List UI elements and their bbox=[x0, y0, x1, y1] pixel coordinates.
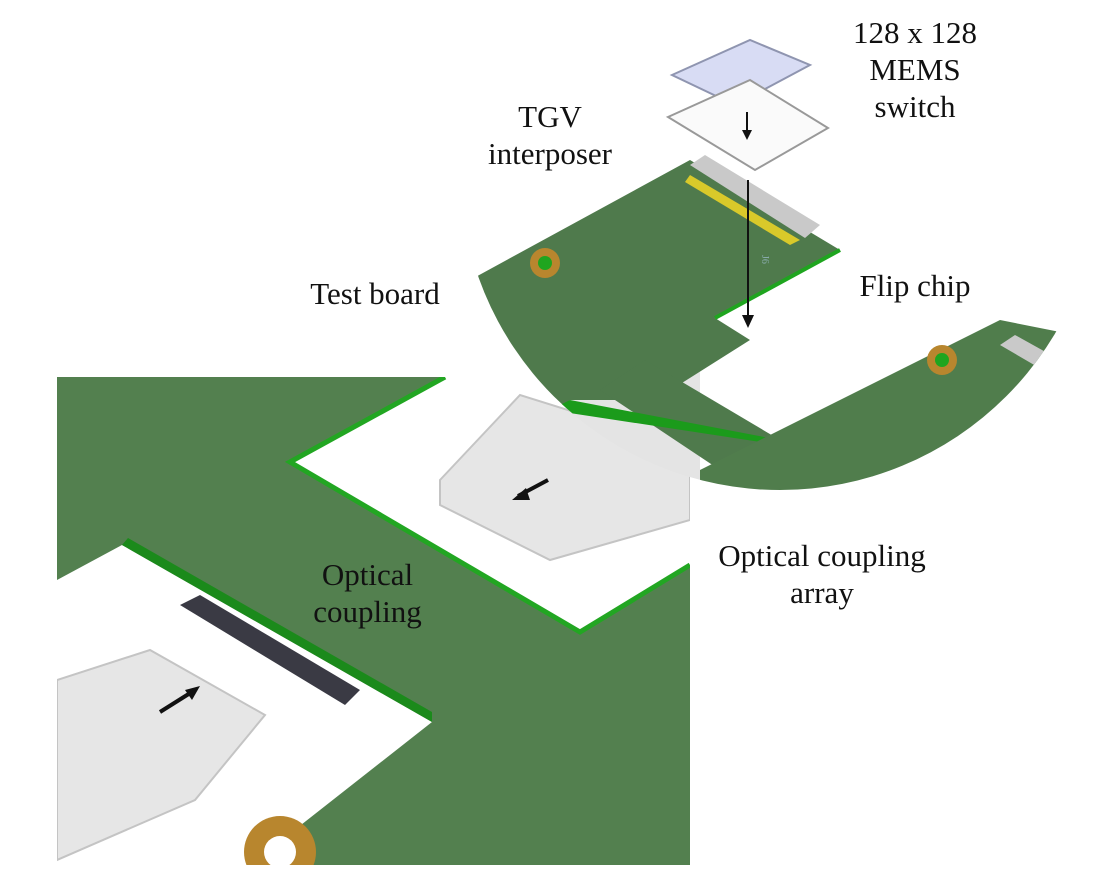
optical-coupler-lower bbox=[57, 648, 267, 862]
arrow-down-icon bbox=[742, 315, 754, 328]
connector bbox=[690, 155, 820, 238]
label-mems-switch: 128 x 128 MEMS switch bbox=[853, 15, 977, 124]
flip-chip-board bbox=[700, 320, 1100, 490]
label-optical-coupling-array: Optical coupling array bbox=[718, 538, 926, 610]
label-tgv-interposer: TGV interposer bbox=[488, 99, 612, 171]
arrow-down-icon bbox=[742, 130, 752, 140]
label-optical-coupling: Optical coupling bbox=[313, 557, 422, 629]
label-flip-chip: Flip chip bbox=[859, 268, 971, 303]
label-test-board: Test board bbox=[310, 276, 440, 311]
optical-coupling-chip bbox=[180, 595, 360, 705]
mems-switch-chip bbox=[669, 38, 813, 107]
board-marking: J6 bbox=[759, 255, 770, 264]
